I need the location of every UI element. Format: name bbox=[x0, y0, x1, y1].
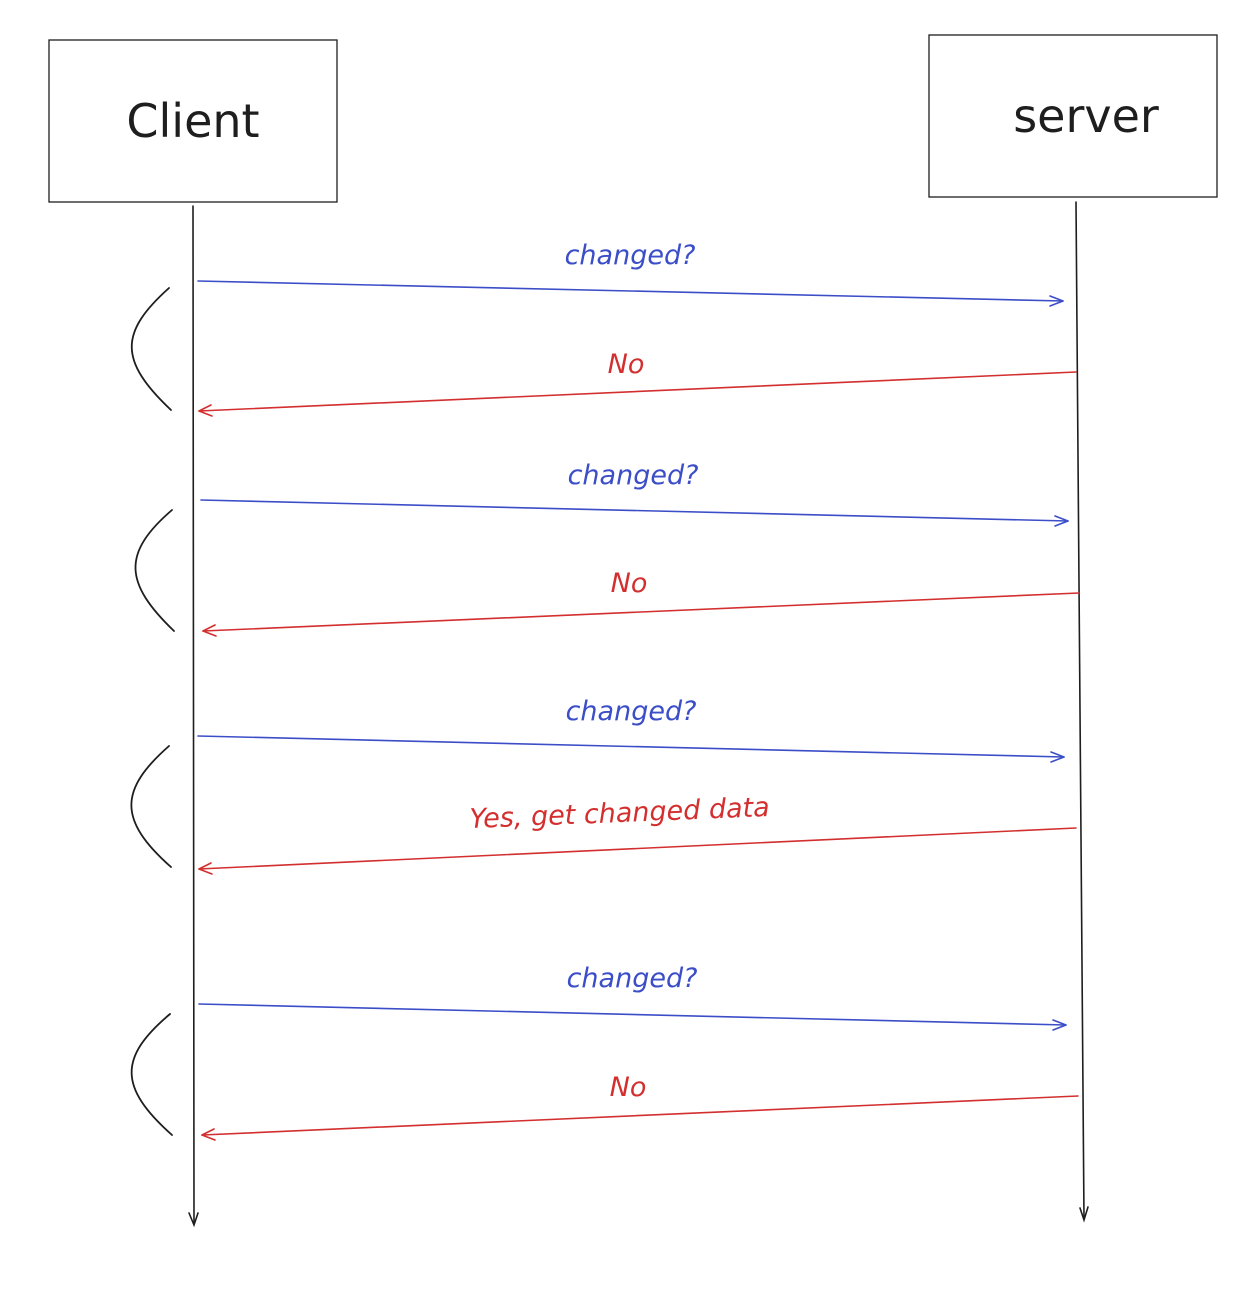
arrowhead bbox=[198, 404, 213, 417]
server-box[interactable] bbox=[928, 34, 1218, 198]
wait-bracket-4 bbox=[130, 1013, 173, 1136]
request-message-1: changed? bbox=[197, 240, 1064, 307]
server-actor[interactable]: server bbox=[928, 34, 1218, 198]
response-label-2: No bbox=[611, 568, 648, 599]
response-label-4: No bbox=[610, 1072, 647, 1103]
arrowhead bbox=[1052, 1019, 1067, 1031]
wait-bracket-2 bbox=[134, 509, 175, 632]
client-lifeline bbox=[188, 205, 199, 1228]
server-lifeline-arrowhead bbox=[1079, 1206, 1089, 1223]
server-label: server bbox=[1013, 89, 1159, 143]
response-message-4: No bbox=[201, 1072, 1079, 1141]
request-label-2: changed? bbox=[568, 460, 699, 491]
wait-bracket-1 bbox=[131, 287, 172, 411]
arrowhead bbox=[1054, 515, 1069, 527]
request-label-3: changed? bbox=[566, 696, 697, 727]
arrowhead bbox=[198, 862, 213, 875]
response-label-3: Yes, get changed data bbox=[469, 792, 770, 835]
server-lifeline bbox=[1075, 201, 1089, 1223]
request-label-1: changed? bbox=[565, 240, 696, 271]
arrowhead bbox=[202, 624, 217, 637]
request-message-3: changed? bbox=[197, 696, 1065, 763]
arrowhead bbox=[201, 1128, 216, 1141]
wait-bracket-3 bbox=[130, 745, 172, 868]
client-actor[interactable]: Client bbox=[48, 39, 338, 203]
arrowhead bbox=[1050, 751, 1065, 763]
response-message-2: No bbox=[202, 568, 1080, 637]
client-label: Client bbox=[126, 94, 259, 148]
response-label-1: No bbox=[608, 349, 645, 380]
request-message-4: changed? bbox=[198, 963, 1067, 1031]
request-message-2: changed? bbox=[200, 460, 1069, 527]
response-message-3: Yes, get changed data bbox=[198, 792, 1077, 875]
arrowhead bbox=[1049, 295, 1064, 307]
request-label-4: changed? bbox=[567, 963, 698, 994]
client-box[interactable] bbox=[48, 39, 338, 203]
client-lifeline-arrowhead bbox=[188, 1212, 199, 1228]
response-message-1: No bbox=[198, 349, 1077, 417]
